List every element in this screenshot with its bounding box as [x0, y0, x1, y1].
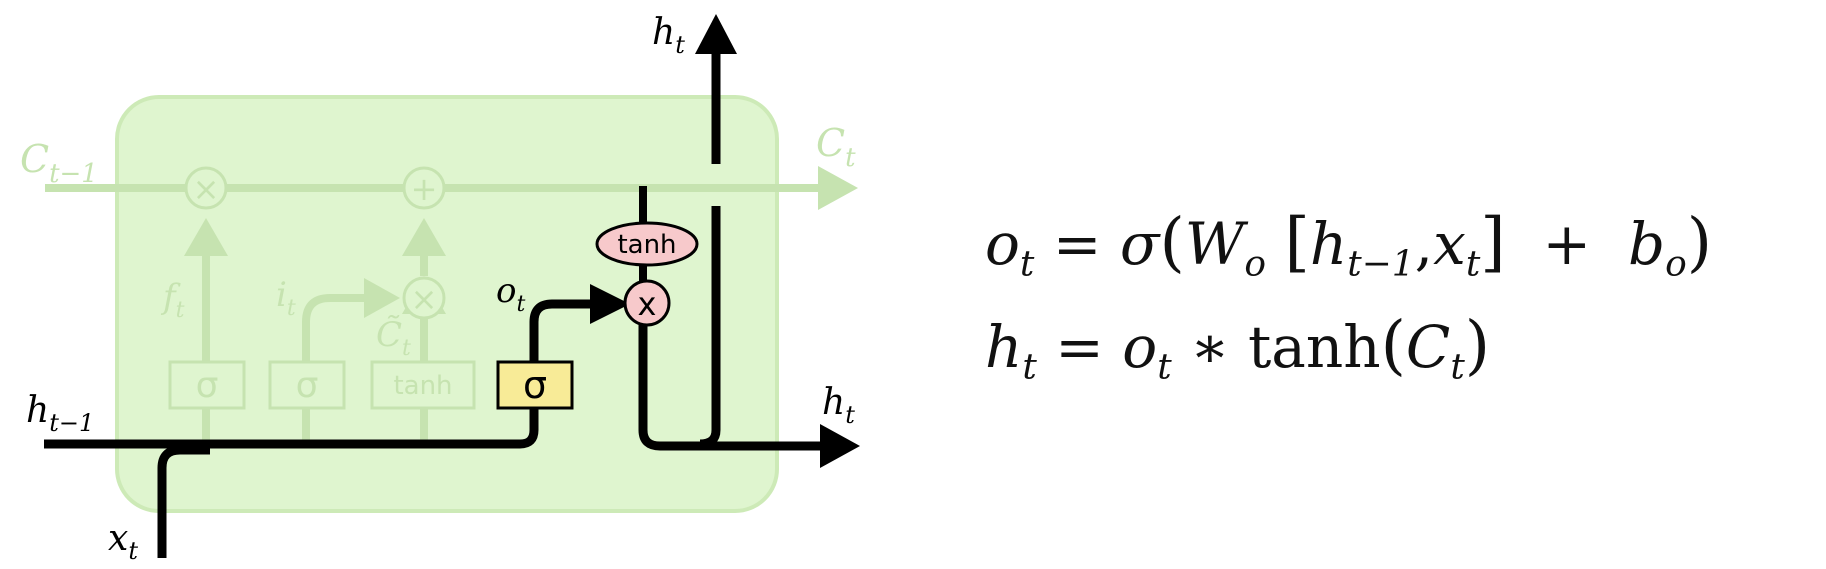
- state-update-arrowhead: [402, 218, 446, 256]
- input-sigma-label: σ: [296, 365, 319, 406]
- cell-state-arrowhead: [818, 166, 858, 210]
- output-gate-equation: ot = σ(Wo [ht−1,xt] + bo): [985, 205, 1713, 285]
- state-add-node: [402, 166, 446, 210]
- hidden-top-arrowhead: [695, 14, 737, 54]
- state-add-symbol: +: [411, 170, 438, 208]
- c-tilde-label: C̃t: [376, 315, 411, 361]
- hidden-output-arrowhead: [820, 424, 860, 468]
- output-gate-arrowhead: [590, 284, 630, 324]
- hidden-state-equation: ht = ot ∗ tanh(Ct): [985, 308, 1491, 388]
- x-input-label: xt: [108, 518, 138, 564]
- hidden-input-line: [44, 398, 539, 449]
- h-top-label: ht: [652, 12, 685, 59]
- c-prev-label: Ct−1: [20, 137, 98, 189]
- forget-multiply-node: [184, 166, 228, 210]
- o-label: ot: [496, 271, 525, 317]
- forget-gate-arrowhead: [184, 218, 228, 256]
- output-multiply-symbol: x: [638, 285, 657, 323]
- output-multiply-node: [623, 279, 671, 327]
- output-sigma-label: σ: [523, 363, 547, 407]
- input-gate-arrowhead: [364, 278, 400, 318]
- output-sigma-box: [496, 360, 574, 410]
- x-input-line: [157, 445, 210, 558]
- c-t-label: Ct: [816, 121, 856, 173]
- forget-sigma-label: σ: [196, 365, 219, 406]
- forget-sigma-box: [168, 360, 246, 410]
- forget-multiply-symbol: ×: [193, 170, 220, 208]
- candidate-tanh-box: [370, 360, 476, 410]
- input-sigma-box: [268, 360, 346, 410]
- candidate-tanh-label: tanh: [393, 371, 452, 401]
- i-label: it: [276, 275, 296, 321]
- h-right-label: ht: [822, 382, 855, 429]
- output-gate-line: [529, 299, 598, 362]
- output-tanh-label: tanh: [617, 230, 676, 260]
- input-multiply-node: [402, 276, 446, 320]
- input-multiply-symbol: ×: [411, 280, 438, 318]
- h-prev-label: ht−1: [26, 390, 94, 437]
- hidden-top-line-lower: [699, 206, 721, 449]
- output-tanh-node: [595, 221, 699, 267]
- hidden-output-line: [638, 324, 826, 451]
- input-gate-line: [302, 294, 368, 444]
